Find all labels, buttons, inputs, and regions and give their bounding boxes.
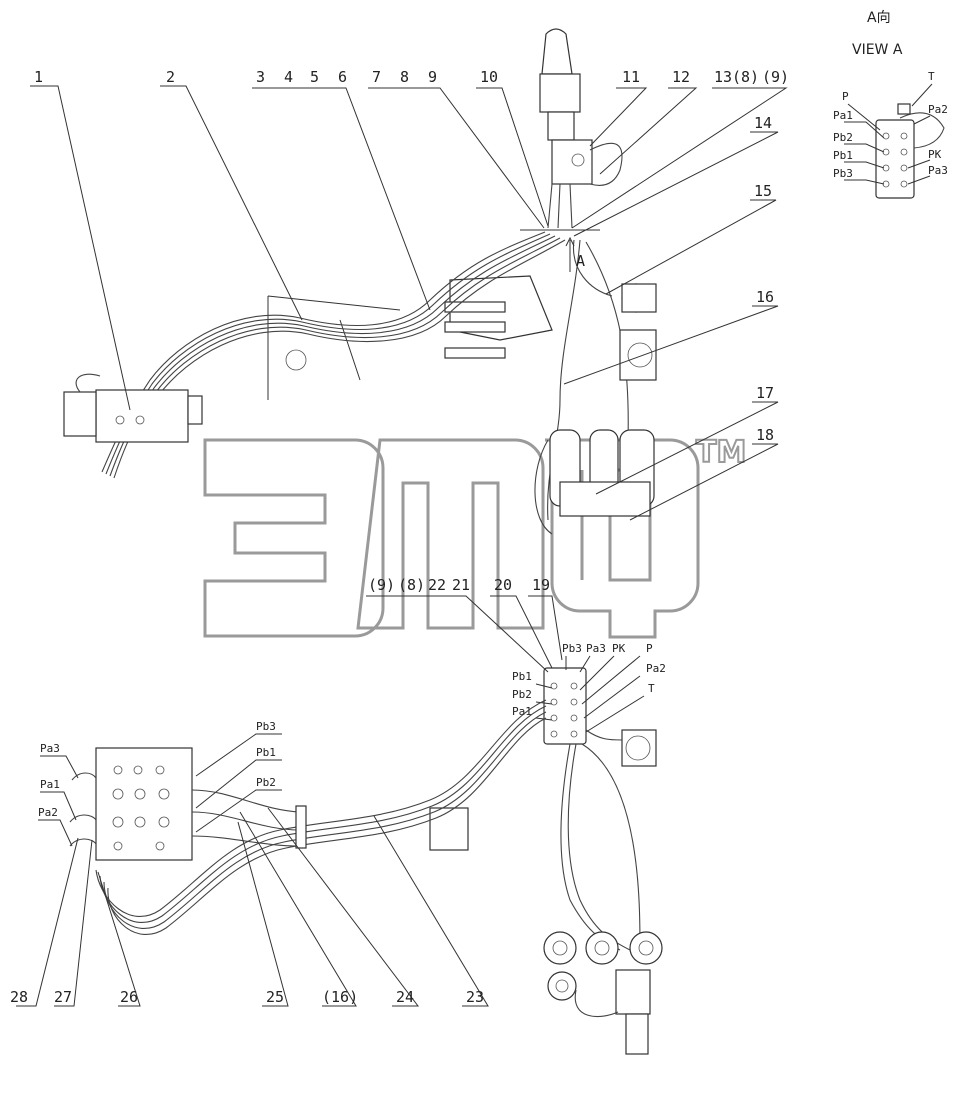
callout-12: 12 <box>672 68 690 86</box>
valve-port-t: T <box>648 682 655 695</box>
top-callouts: 1 2 3 4 5 6 7 8 9 10 11 12 13 (8) (9) 14… <box>30 68 789 521</box>
bottom-callouts: 28 27 26 25 (16) 24 23 <box>10 807 489 1007</box>
callout-mid-20: 20 <box>494 576 512 594</box>
left-block-port-pa1: Pa1 <box>40 778 60 791</box>
callout-7: 7 <box>372 68 381 86</box>
valve-port-pa2: Pa2 <box>646 662 666 675</box>
callout-24: 24 <box>396 988 414 1006</box>
brake-valve-3 <box>629 931 663 965</box>
callout-1: 1 <box>34 68 43 86</box>
callout-8: 8 <box>400 68 409 86</box>
callout-16-ref: (16) <box>322 988 358 1006</box>
brake-valve-4 <box>547 971 577 1001</box>
callout-26: 26 <box>120 988 138 1006</box>
view-a-port-pb2: Pb2 <box>833 131 853 144</box>
top-assembly: A <box>63 28 657 535</box>
callout-mid-22: 22 <box>428 576 446 594</box>
joystick-grip <box>541 28 573 75</box>
valve-side-fitting <box>621 729 657 767</box>
brake-valve-1 <box>543 931 577 965</box>
watermark-tm: TM <box>696 435 746 470</box>
callout-13: 13 <box>714 68 732 86</box>
left-valve-block-top <box>95 389 189 443</box>
view-a-port-pa2: Pa2 <box>928 103 948 116</box>
view-a-port-p: P <box>842 90 849 103</box>
callout-3: 3 <box>256 68 265 86</box>
left-block-port-pb1: Pb1 <box>256 746 276 759</box>
valve-port-pb2: Pb2 <box>512 688 532 701</box>
callout-mid-8: (8) <box>398 576 425 594</box>
callout-15: 15 <box>754 182 772 200</box>
callout-18: 18 <box>756 426 774 444</box>
view-a-inset: A向 VIEW A P Pa1 Pb2 Pb1 Pb3 T Pa2 PK Pa3 <box>833 10 948 199</box>
callout-16: 16 <box>756 288 774 306</box>
view-a-port-t: T <box>928 70 935 83</box>
view-a-port-pa3: Pa3 <box>928 164 948 177</box>
view-arrow-label: A <box>576 252 585 270</box>
callout-9: 9 <box>428 68 437 86</box>
bottom-assembly: Pa3 Pa1 Pa2 Pb3 Pb1 Pb2 <box>38 699 663 1055</box>
valve-port-pa3: Pa3 <box>586 642 606 655</box>
callout-13-ref-8: (8) <box>732 68 759 86</box>
joystick-boot <box>539 73 581 113</box>
view-a-port-pb1: Pb1 <box>833 149 853 162</box>
valve-port-p: P <box>646 642 653 655</box>
view-a-fitting-t <box>897 103 911 115</box>
watermark: TM <box>203 434 747 639</box>
joystick-stem <box>547 111 575 141</box>
callout-mid-21: 21 <box>452 576 470 594</box>
mount-bracket <box>429 807 469 851</box>
callout-mid-19: 19 <box>532 576 550 594</box>
valve-16 <box>619 329 657 381</box>
callout-11: 11 <box>622 68 640 86</box>
valve-port-pb3: Pb3 <box>562 642 582 655</box>
pilot-valve-20 <box>543 667 587 745</box>
callout-25: 25 <box>266 988 284 1006</box>
callout-mid-9: (9) <box>368 576 395 594</box>
left-block-port-pa2: Pa2 <box>38 806 58 819</box>
callout-10: 10 <box>480 68 498 86</box>
callout-17: 17 <box>756 384 774 402</box>
lower-valve-stem <box>625 1013 649 1055</box>
callout-2: 2 <box>166 68 175 86</box>
hose-clamp-24 <box>295 805 307 849</box>
callout-14: 14 <box>754 114 772 132</box>
lower-valve-body <box>615 969 651 1015</box>
left-valve-block <box>95 747 193 861</box>
left-block-port-pb3: Pb3 <box>256 720 276 733</box>
view-a-port-pk: PK <box>928 148 942 161</box>
callout-27: 27 <box>54 988 72 1006</box>
callout-23: 23 <box>466 988 484 1006</box>
frame-hole <box>285 349 307 371</box>
callout-4: 4 <box>284 68 293 86</box>
accumulator-manifold <box>559 481 651 517</box>
view-a-header-en: VIEW A <box>852 42 903 58</box>
view-a-header-cn: A向 <box>867 10 891 26</box>
left-block-port-pb2: Pb2 <box>256 776 276 789</box>
callout-6: 6 <box>338 68 347 86</box>
view-a-port-pa1: Pa1 <box>833 109 853 122</box>
left-block-port-pa3: Pa3 <box>40 742 60 755</box>
callout-13-ref-9: (9) <box>762 68 789 86</box>
valve-port-pb1: Pb1 <box>512 670 532 683</box>
brake-valve-2 <box>585 931 619 965</box>
callout-28: 28 <box>10 988 28 1006</box>
callout-5: 5 <box>310 68 319 86</box>
view-a-valve-body <box>875 119 915 199</box>
valve-port-pk: PK <box>612 642 626 655</box>
middle-pilot-valve: Pb3 Pa3 PK P Pa2 T Pb1 Pb2 Pa1 (9) (8) 2… <box>366 576 666 851</box>
valve-port-pa1: Pa1 <box>512 705 532 718</box>
view-a-port-pb3: Pb3 <box>833 167 853 180</box>
